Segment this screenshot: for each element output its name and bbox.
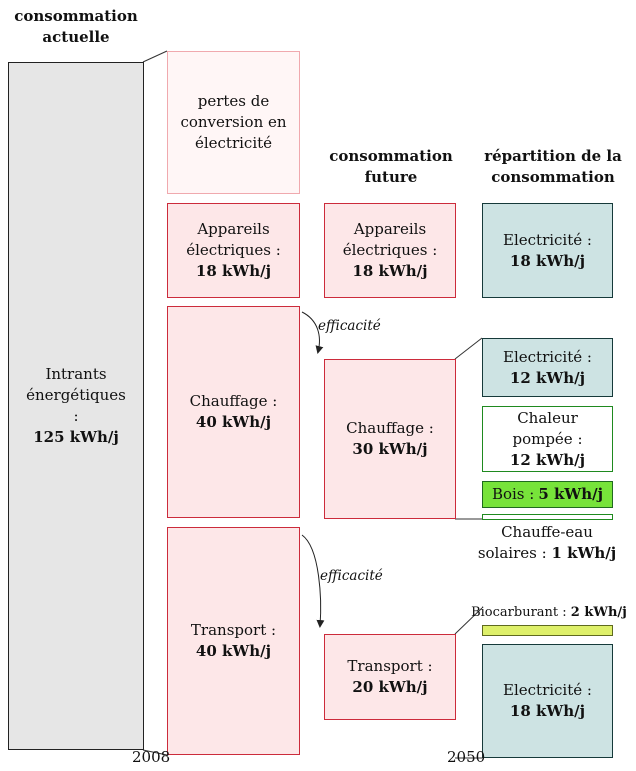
future-heating-value: 30 kWh/j bbox=[352, 440, 428, 458]
efficiency-arrow-transport bbox=[301, 534, 325, 628]
current-transport-value: 40 kWh/j bbox=[195, 642, 272, 660]
efficiency-label-heating: efficacité bbox=[318, 318, 381, 334]
current-transport-label: Transport : bbox=[190, 621, 277, 639]
connector-bottom bbox=[142, 749, 168, 756]
energy-inputs-bar: Intrants énergétiques : 125 kWh/j bbox=[8, 62, 144, 750]
biofuel-value: 2 kWh/j bbox=[570, 605, 627, 620]
current-appliances-value: 18 kWh/j bbox=[195, 262, 272, 280]
heating-electricity-label: Electricité : bbox=[503, 347, 592, 366]
energy-inputs-value: 125 kWh/j bbox=[33, 428, 119, 446]
transport-electricity-box: Electricité : 18 kWh/j bbox=[482, 644, 613, 758]
year-start: 2008 bbox=[132, 748, 171, 766]
current-appliances-label: Appareils électriques : bbox=[186, 220, 281, 259]
future-transport-label: Transport : bbox=[347, 657, 433, 675]
future-appliances-value: 18 kWh/j bbox=[352, 262, 428, 280]
heading-consumption-distribution: répartition de la consommation bbox=[484, 147, 622, 186]
efficiency-label-transport: efficacité bbox=[320, 568, 383, 584]
conversion-losses-label: pertes de conversion en électricité bbox=[180, 92, 287, 152]
appliances-electricity-value: 18 kWh/j bbox=[509, 251, 586, 270]
connector-transport-top bbox=[454, 607, 483, 635]
current-heating-value: 40 kWh/j bbox=[195, 413, 272, 431]
heat-pump-box: Chaleur pompée : 12 kWh/j bbox=[482, 406, 613, 472]
year-end: 2050 bbox=[447, 748, 486, 766]
future-transport-value: 20 kWh/j bbox=[352, 678, 428, 696]
solar-water-heater-value: 1 kWh/j bbox=[551, 544, 617, 562]
wood-box: Bois : 5 kWh/j bbox=[482, 481, 613, 508]
appliances-electricity-label: Electricité : bbox=[503, 230, 592, 249]
solar-water-heater-label: Chauffe-eau solaires : bbox=[477, 523, 593, 562]
future-appliances-box: Appareils électriques : 18 kWh/j bbox=[324, 203, 456, 298]
heat-pump-label: Chaleur pompée : bbox=[512, 408, 583, 448]
heading-future-consumption: consommation future bbox=[329, 147, 453, 186]
heat-pump-value: 12 kWh/j bbox=[509, 450, 586, 469]
wood-value: 5 kWh/j bbox=[538, 485, 604, 503]
efficiency-arrow-heating bbox=[301, 311, 324, 354]
biofuel-text: Biocarburant : 2 kWh/j bbox=[462, 602, 636, 623]
heating-electricity-box: Electricité : 12 kWh/j bbox=[482, 338, 613, 397]
current-heating-label: Chauffage : bbox=[189, 392, 278, 410]
solar-water-heater-text: Chauffe-eau solaires : 1 kWh/j bbox=[476, 522, 618, 564]
heating-electricity-value: 12 kWh/j bbox=[509, 368, 586, 387]
transport-electricity-label: Electricité : bbox=[503, 681, 592, 699]
energy-inputs-label: Intrants énergétiques : bbox=[26, 365, 126, 425]
solar-water-heater-bar bbox=[482, 514, 613, 520]
future-appliances-label: Appareils électriques : bbox=[342, 220, 438, 259]
wood-label: Bois : bbox=[491, 485, 535, 503]
future-transport-box: Transport : 20 kWh/j bbox=[324, 634, 456, 720]
biofuel-bar bbox=[482, 625, 613, 636]
transport-electricity-value: 18 kWh/j bbox=[509, 702, 586, 720]
current-appliances-box: Appareils électriques : 18 kWh/j bbox=[167, 203, 300, 298]
appliances-electricity-box: Electricité : 18 kWh/j bbox=[482, 203, 613, 298]
future-heating-box: Chauffage : 30 kWh/j bbox=[324, 359, 456, 519]
heading-current-consumption: consommation actuelle bbox=[14, 7, 138, 46]
current-heating-box: Chauffage : 40 kWh/j bbox=[167, 306, 300, 518]
current-transport-box: Transport : 40 kWh/j bbox=[167, 527, 300, 755]
connector-heating-top bbox=[454, 337, 483, 360]
conversion-losses-box: pertes de conversion en électricité bbox=[167, 51, 300, 194]
future-heating-label: Chauffage : bbox=[346, 419, 434, 437]
biofuel-label: Biocarburant : bbox=[471, 605, 567, 620]
connector-top bbox=[142, 50, 168, 63]
